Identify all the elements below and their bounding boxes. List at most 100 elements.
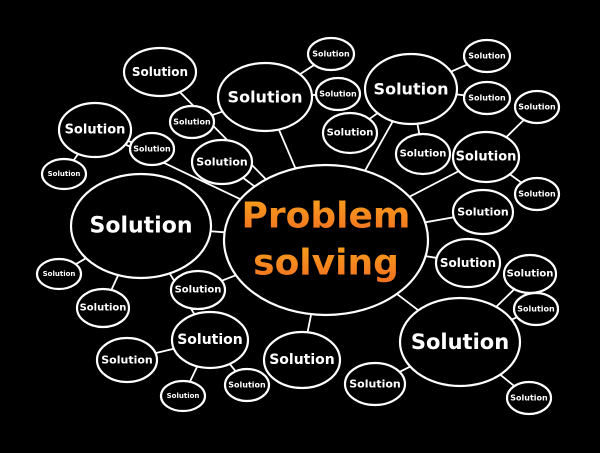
connector-line [368,112,379,120]
solution-node: Solution [314,76,362,112]
solution-node: Solution [35,257,83,291]
connector-line [424,216,455,224]
connector-line [499,373,516,387]
connector-line [242,176,256,188]
solution-label: Solution [468,52,506,61]
connector-line [154,347,175,355]
connector-line [416,122,421,136]
solution-node: Solution [512,291,560,327]
solution-bubble [505,380,553,416]
solution-label: Solution [48,170,81,178]
solution-label: Solution [175,285,222,296]
connector-line [299,64,316,76]
solution-label: Solution [228,88,303,107]
solution-node: Solution [394,132,452,176]
connector-line [188,365,199,383]
solution-bubble [216,61,314,133]
solution-node: Solution [168,104,216,140]
connector-line [209,230,226,234]
solution-node: Solution [69,172,213,280]
solution-bubble [434,237,502,289]
solution-label: Solution [196,156,248,169]
connector-line [495,288,516,308]
solution-bubble [262,330,342,390]
solution-label: Solution [507,269,554,280]
solution-bubble [75,287,131,329]
solution-bubble [363,52,459,126]
solution-bubble [306,36,356,72]
solution-bubble [314,76,362,112]
solution-label: Solution [400,149,447,160]
solution-label: Solution [43,270,76,278]
solution-label: Solution [177,332,243,348]
solution-label: Solution [319,90,357,99]
solution-bubble [462,80,512,116]
solution-node: Solution [159,379,207,413]
solution-label: Solution [167,392,200,400]
solution-label: Solution [132,65,188,79]
solution-bubble [512,291,560,327]
connector-line [364,120,394,172]
solution-node: Solution [363,52,459,126]
solution-label: Solution [101,354,153,367]
solution-label: Solution [457,206,509,219]
solution-node: Solution [462,80,512,116]
solution-bubble [169,269,227,311]
solution-node: Solution [398,296,522,388]
connector-line [408,170,460,198]
connector-line [220,274,237,282]
solution-node: Solution [190,138,254,186]
solution-bubble [398,296,522,388]
solution-node: Solution [513,176,561,212]
solution-node: Solution [223,367,271,403]
solution-bubble [95,336,159,384]
solution-bubble [122,46,198,98]
connector-line [306,313,313,334]
solution-bubble [451,130,521,184]
solution-node: Solution [502,253,558,295]
solution-label: Solution [518,103,556,112]
central-topic-line2: solving [253,243,399,284]
connector-line [424,255,438,259]
solution-bubble [35,257,83,291]
solution-bubble [170,310,250,370]
connector-line [72,152,80,162]
connector-line [450,63,469,73]
solution-label: Solution [518,190,556,199]
solution-label: Solution [327,128,374,139]
solution-bubble [128,131,176,167]
solution-label: Solution [510,394,548,403]
solution-bubble [159,379,207,413]
connector-line [110,274,120,291]
solution-label: Solution [269,352,335,368]
solution-bubble [223,367,271,403]
solution-node: Solution [122,46,198,98]
central-topic: Problem solving [222,163,430,317]
solution-node: Solution [75,287,131,329]
solution-node: Solution [262,330,342,390]
connector-line [505,118,525,139]
solution-node: Solution [343,361,407,407]
solution-bubble [343,361,407,407]
solution-node: Solution [462,38,512,74]
connector-line [211,110,224,117]
connector-line [508,173,523,184]
solution-label: Solution [80,303,127,314]
solution-node: Solution [128,131,176,167]
solution-label: Solution [468,94,506,103]
solution-node: Solution [40,157,88,191]
connector-line [277,128,297,170]
solution-bubble [168,104,216,140]
connector-line [398,365,412,373]
solution-bubble [69,172,213,280]
central-topic-bubble [222,163,430,317]
solution-bubble [190,138,254,186]
solution-bubble [394,132,452,176]
solution-bubble [451,188,515,236]
solution-node: Solution [321,111,379,155]
solution-bubble [513,176,561,212]
solution-node: Solution [451,130,521,184]
solution-node: Solution [451,188,515,236]
solution-bubble [513,89,561,125]
